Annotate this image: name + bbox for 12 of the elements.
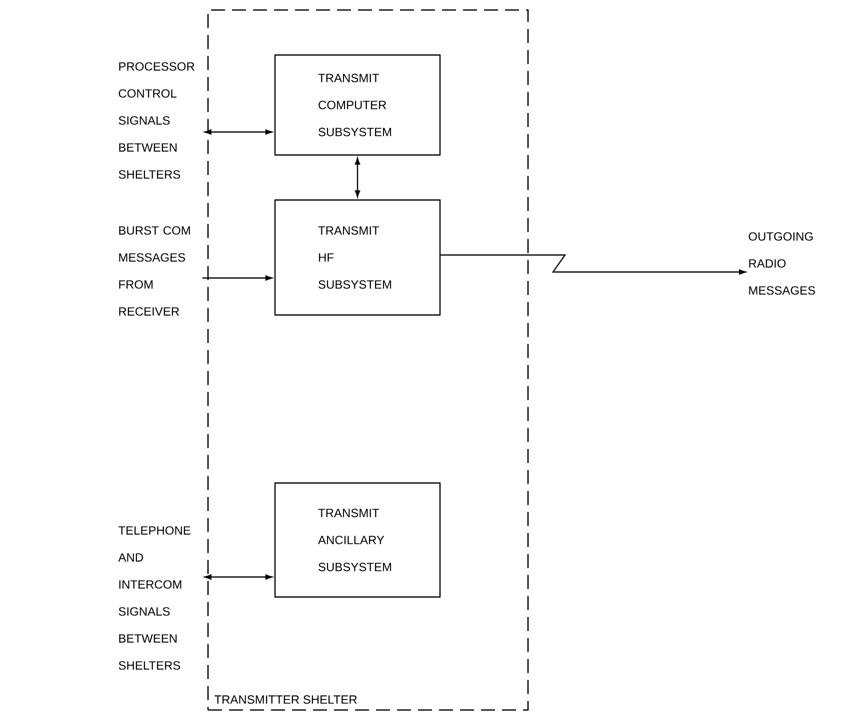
signal-label: TELEPHONE AND INTERCOM SIGNALS BETWEEN SHELTERS (118, 526, 190, 670)
signal-label: OUTGOING RADIO MESSAGES (748, 232, 815, 295)
arrow (204, 129, 272, 135)
signal-label: BURST COM MESSAGES FROM RECEIVER (119, 226, 190, 316)
subsystem-box: TRANSMIT HF SUBSYSTEM (274, 199, 441, 316)
subsystem-box: TRANSMIT ANCILLARY SUBSYSTEM (274, 482, 441, 598)
signal-label: PROCESSOR CONTROL SIGNALS BETWEEN SHELTERS (118, 62, 194, 179)
arrow (202, 275, 272, 281)
arrow (354, 158, 360, 198)
arrow (204, 574, 272, 580)
arrow (440, 254, 746, 275)
subsystem-box: TRANSMIT COMPUTER SUBSYSTEM (274, 54, 441, 156)
